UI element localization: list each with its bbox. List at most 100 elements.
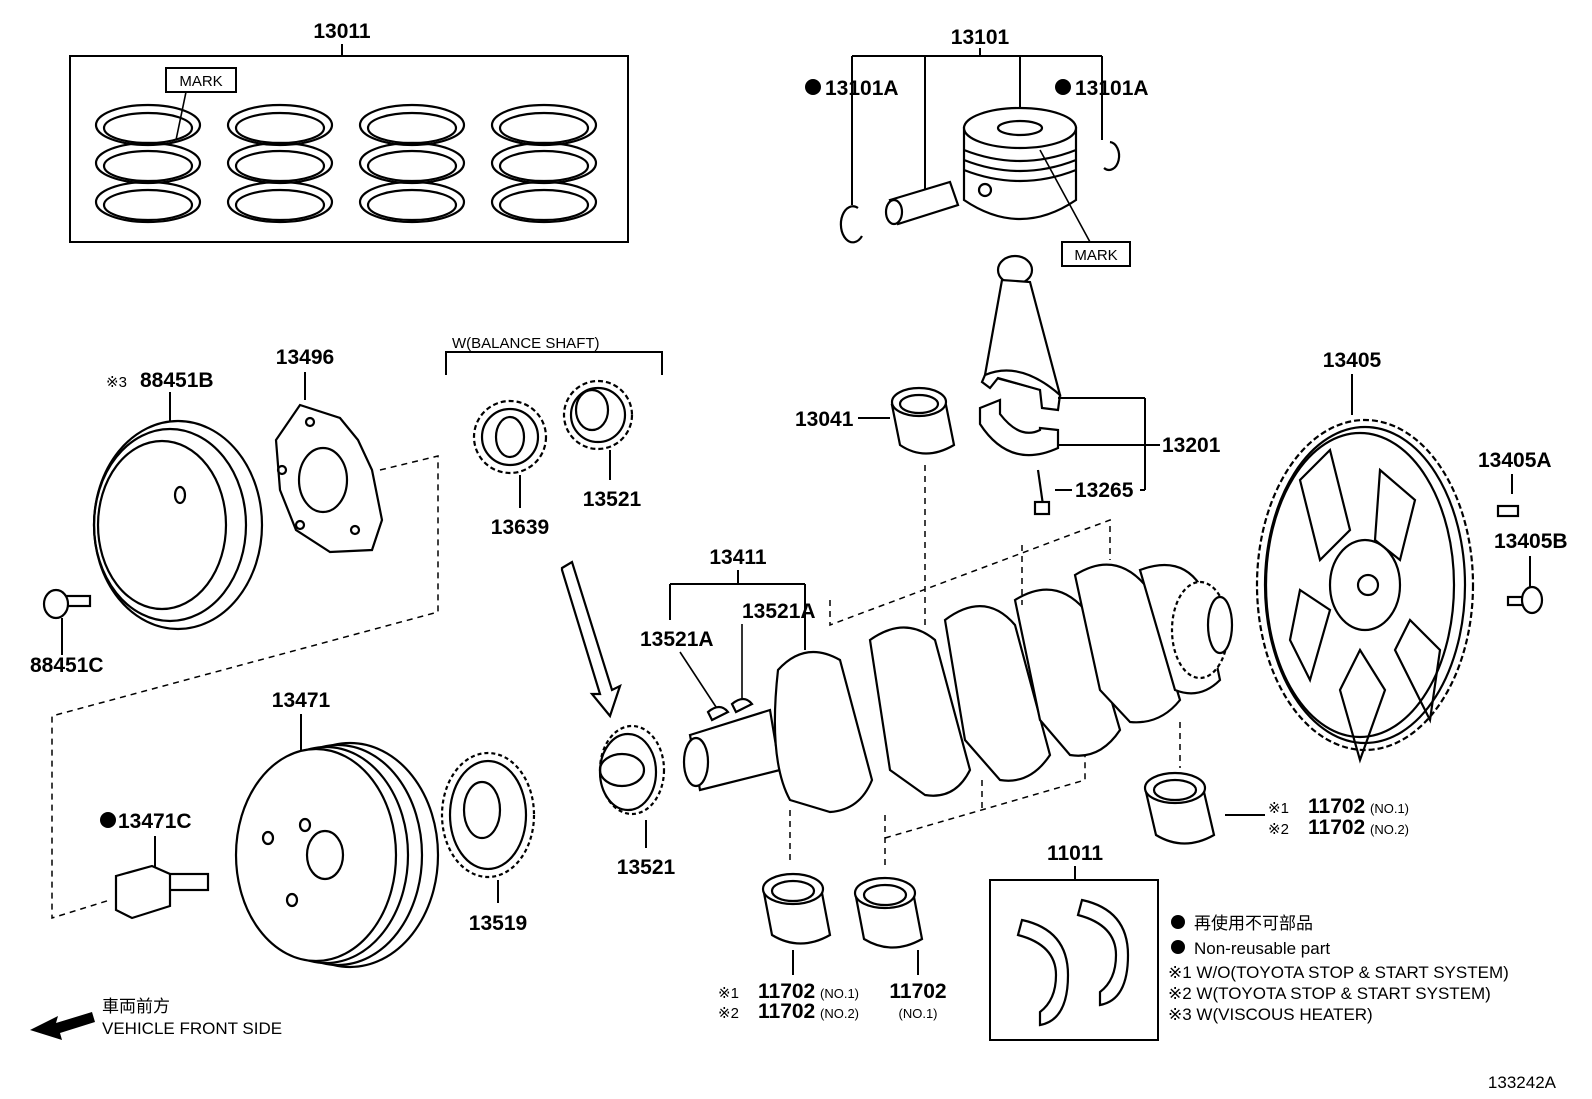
non-reusable-dot-right: [1055, 79, 1071, 95]
label-13201[interactable]: 13201: [1162, 434, 1221, 457]
thrust-washer-1: [1016, 918, 1070, 1027]
label-bearing-left-2-note: (NO.2): [820, 1006, 859, 1021]
label-88451b-prefix: ※3: [106, 374, 127, 391]
mark-box-rings: [165, 67, 237, 93]
balance-shaft-group: W(BALANCE SHAFT) 13639 13521: [445, 335, 663, 719]
rod-bearing-13041: [890, 386, 956, 455]
damper-plate-13496: [274, 403, 384, 554]
piston-ring-stack-2: [226, 103, 334, 224]
label-bearing-left-2-prefix: ※2: [718, 1005, 739, 1022]
main-bearing-mid: [853, 876, 924, 949]
label-13471c[interactable]: 13471C: [118, 810, 192, 833]
crankshaft: [682, 563, 1234, 814]
gear-13519: [440, 751, 536, 879]
label-13405b[interactable]: 13405B: [1494, 530, 1568, 553]
legend-non-reusable-jp: 再使用不可部品: [1194, 913, 1313, 933]
woodruff-key-2: [730, 697, 754, 714]
alignment-lines-crank: [789, 518, 1181, 870]
damper-13496-group: 13496: [274, 346, 384, 554]
label-13011[interactable]: 13011: [313, 20, 371, 43]
piston-pin: [884, 180, 960, 226]
snap-ring-right: [1103, 140, 1121, 171]
piston: [962, 106, 1078, 221]
vehicle-front-indicator: 車両前方 VEHICLE FRONT SIDE: [30, 997, 282, 1040]
label-bearing-right-2-prefix: ※2: [1268, 821, 1289, 838]
legend-dot-2: [1171, 940, 1185, 954]
crank-pulley-88451b-group: ※3 88451B 88451C: [30, 369, 264, 677]
install-arrow: [560, 560, 622, 719]
label-88451b[interactable]: 88451B: [140, 369, 214, 392]
label-bearing-left-1-prefix: ※1: [718, 985, 739, 1002]
flywheel-13405: [1255, 418, 1475, 764]
piston-ring-stack-3: [358, 103, 466, 224]
main-bearing-left: [761, 872, 832, 945]
label-13411[interactable]: 13411: [709, 546, 767, 569]
label-bearing-left-2[interactable]: 11702: [758, 1000, 815, 1023]
label-13519[interactable]: 13519: [469, 912, 527, 935]
label-bearing-left-1[interactable]: 11702: [758, 980, 815, 1003]
thrust-washer-group: 11011: [989, 842, 1159, 1041]
main-bearing-right: [1143, 771, 1216, 845]
label-mark-rings: MARK: [179, 73, 222, 90]
legend-note-3: ※3 W(VISCOUS HEATER): [1168, 1005, 1373, 1024]
label-bearing-right-1[interactable]: 11702: [1308, 795, 1365, 818]
thrust-washer-box: [989, 879, 1159, 1041]
label-balance-shaft: W(BALANCE SHAFT): [452, 335, 600, 352]
crank-pulley-13471-group: 13471 13471C: [100, 689, 440, 969]
legend-dot-1: [1171, 915, 1185, 929]
direction-en: VEHICLE FRONT SIDE: [102, 1019, 282, 1038]
label-13496[interactable]: 13496: [276, 346, 334, 369]
pulley-bolt-13471c: [114, 864, 210, 920]
dowel-pin-13405a: [1496, 504, 1520, 518]
flywheel-group: 13405 13405A 13405B: [1255, 349, 1568, 764]
label-13405a[interactable]: 13405A: [1478, 449, 1552, 472]
mark-box-piston: [1061, 241, 1131, 267]
label-13639[interactable]: 13639: [491, 516, 549, 539]
thrust-washer-2: [1076, 898, 1130, 1007]
main-bearings-group: ※1 11702 (NO.1) ※2 11702 (NO.2) ※1 11702…: [718, 771, 1409, 1023]
gear-13519-group: 13519: [440, 751, 536, 935]
crank-keys-group: 13411 13521A 13521A: [640, 546, 816, 722]
connecting-rod: [980, 254, 1062, 412]
legend-note-2: ※2 W(TOYOTA STOP & START SYSTEM): [1168, 984, 1491, 1003]
crank-pulley-13471: [234, 741, 440, 969]
front-arrow-icon: [30, 1012, 95, 1040]
label-13101a-right[interactable]: 13101A: [1075, 77, 1149, 100]
direction-jp: 車両前方: [102, 997, 170, 1016]
bolt-88451c: [42, 588, 92, 620]
sprocket-13639: [472, 399, 548, 475]
legend-note-1: ※1 W/O(TOYOTA STOP & START SYSTEM): [1168, 963, 1509, 982]
connecting-rod-cap: [978, 398, 1060, 457]
label-13041[interactable]: 13041: [795, 408, 854, 431]
woodruff-key-1: [706, 705, 730, 722]
piston-ring-stack-4: [490, 103, 598, 224]
label-13521-bottom[interactable]: 13521: [617, 856, 676, 879]
sprocket-13521-top: [562, 379, 634, 451]
label-bearing-mid-note: (NO.1): [899, 1006, 938, 1021]
label-bearing-left-1-note: (NO.1): [820, 986, 859, 1001]
label-mark-piston: MARK: [1074, 247, 1117, 264]
label-13521-top[interactable]: 13521: [583, 488, 642, 511]
label-88451c[interactable]: 88451C: [30, 654, 104, 677]
label-13101[interactable]: 13101: [951, 26, 1010, 49]
sprocket-13521-bottom-group: 13521: [598, 724, 676, 879]
label-11011[interactable]: 11011: [1047, 842, 1103, 865]
label-13405[interactable]: 13405: [1323, 349, 1382, 372]
viscous-pulley-88451b: [92, 419, 264, 631]
piston-ring-set-group: 13011 MARK: [69, 20, 629, 243]
label-13521a-left[interactable]: 13521A: [640, 628, 714, 651]
label-bearing-right-1-prefix: ※1: [1268, 800, 1289, 817]
label-bearing-right-2-note: (NO.2): [1370, 822, 1409, 837]
non-reusable-dot-13471c: [100, 812, 116, 828]
label-13471[interactable]: 13471: [272, 689, 331, 712]
label-bearing-right-2[interactable]: 11702: [1308, 816, 1365, 839]
label-13521a-right[interactable]: 13521A: [742, 600, 816, 623]
alignment-lines-left: [51, 455, 439, 920]
label-bearing-mid[interactable]: 11702: [889, 980, 946, 1003]
label-bearing-right-1-note: (NO.1): [1370, 801, 1409, 816]
ring-set-box: [69, 55, 629, 243]
label-13265[interactable]: 13265: [1075, 479, 1134, 502]
label-13101a-left[interactable]: 13101A: [825, 77, 899, 100]
piston-ring-stack-1: [94, 103, 202, 224]
